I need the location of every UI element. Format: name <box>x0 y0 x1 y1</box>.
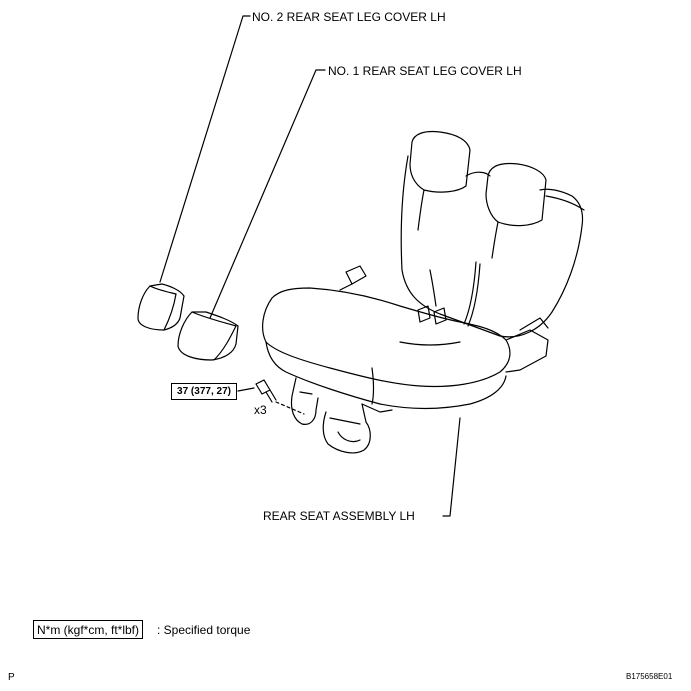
leader-line-leg-cover-no2 <box>159 15 251 283</box>
leg-cover-no2 <box>137 283 185 331</box>
bolt-dash-line <box>275 401 305 415</box>
leader-line-leg-cover-no1 <box>209 69 326 319</box>
torque-spec-box: 37 (377, 27) <box>171 383 237 400</box>
footer-left-mark: P <box>8 672 15 683</box>
figure-id: B175658E01 <box>626 672 673 681</box>
label-leg-cover-no2: NO. 2 REAR SEAT LEG COVER LH <box>252 10 446 24</box>
legend-unit-box: N*m (kgf*cm, ft*lbf) <box>33 620 144 639</box>
torque-leader-line <box>237 387 255 392</box>
leg-cover-no1 <box>177 311 239 361</box>
label-leg-cover-no1: NO. 1 REAR SEAT LEG COVER LH <box>328 64 522 78</box>
legend-description: : Specified torque <box>157 623 251 637</box>
rear-seat-assembly <box>262 130 585 454</box>
bolt <box>255 379 277 403</box>
bolt-quantity-label: x3 <box>254 403 267 417</box>
leader-line-seat-assembly <box>442 417 461 517</box>
label-seat-assembly: REAR SEAT ASSEMBLY LH <box>263 509 415 523</box>
